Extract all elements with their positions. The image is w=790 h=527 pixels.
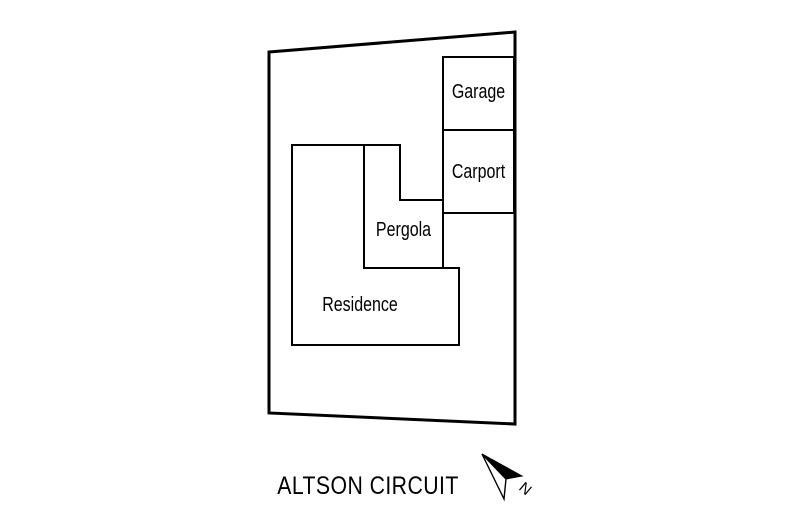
- street-name-label: ALTSON CIRCUIT: [277, 472, 459, 500]
- parcel-boundary: [267, 30, 517, 426]
- pergola-label: Pergola: [375, 219, 432, 241]
- north-label: N: [515, 479, 534, 499]
- residence-outline: [291, 144, 460, 346]
- carport-outline: [442, 129, 515, 214]
- residence-label: Residence: [322, 294, 398, 316]
- north-arrow-icon: N: [481, 453, 535, 502]
- carport-label: Carport: [451, 161, 506, 183]
- north-arrow-dart: [481, 453, 524, 480]
- pergola-outline: [363, 144, 444, 269]
- garage-label: Garage: [451, 81, 506, 103]
